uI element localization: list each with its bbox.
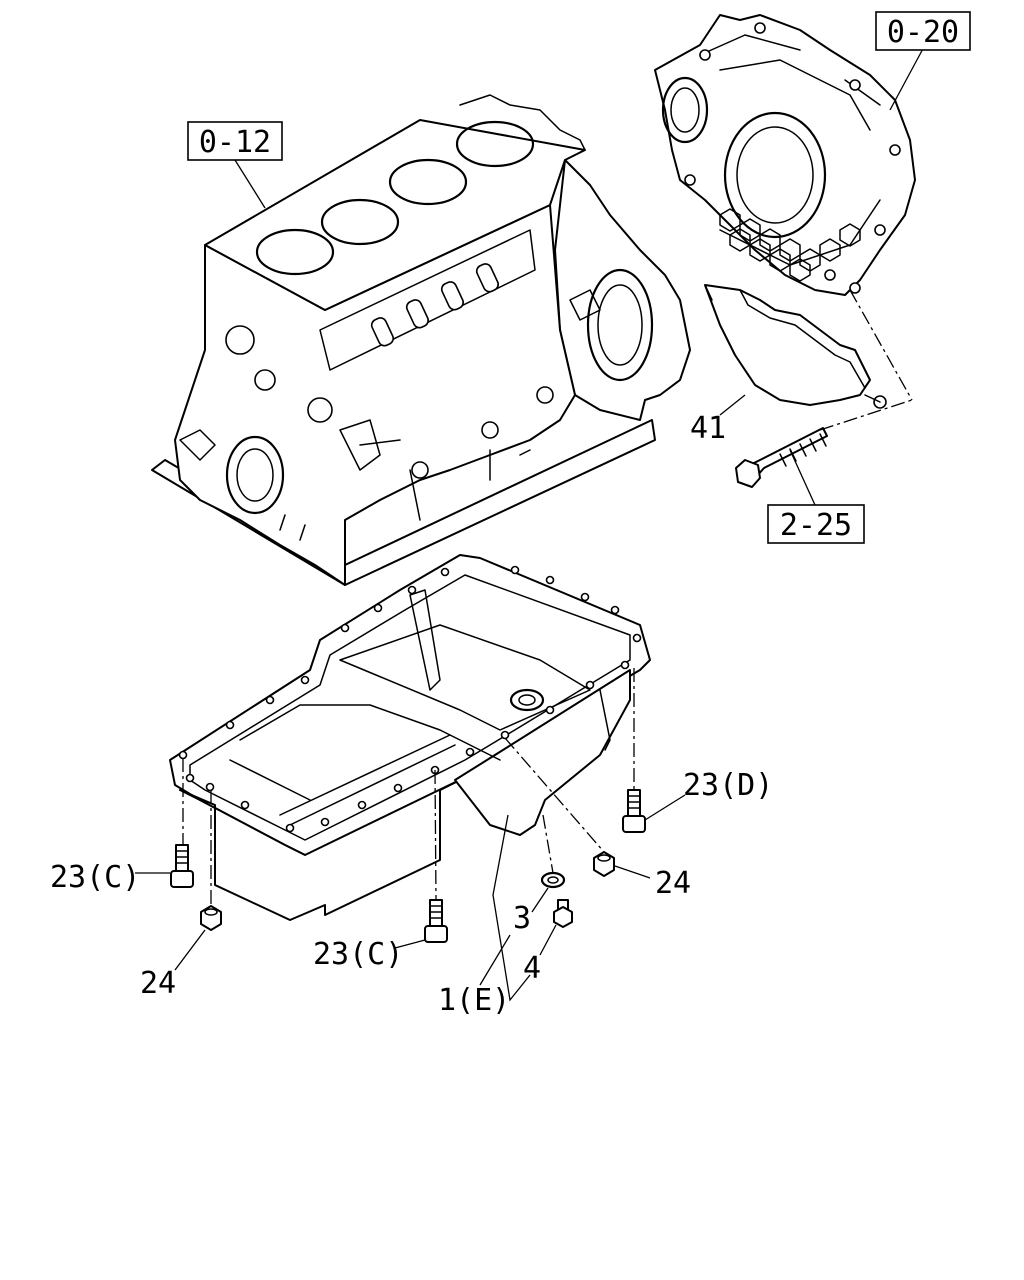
ref-box-0-12-label: 0-12 [199, 125, 271, 160]
bolt-23d [622, 789, 646, 833]
callout-3: 3 [513, 901, 531, 936]
ref-box-0-12: 0-12 [187, 121, 283, 161]
callout-4: 4 [523, 951, 541, 986]
ref-box-2-25: 2-25 [767, 504, 865, 544]
oil-pan [169, 554, 651, 921]
ref-box-0-20-label: 0-20 [887, 15, 959, 50]
callout-41: 41 [690, 411, 726, 446]
bolt-2-25 [735, 427, 828, 488]
nut-24-left [200, 905, 222, 931]
assembly-lines [182, 289, 913, 906]
callout-23c-left: 23(C) [50, 860, 140, 895]
flywheel-housing [654, 14, 916, 296]
flange-holes [178, 565, 642, 833]
dust-cover [704, 284, 887, 409]
gasket-3 [540, 871, 566, 889]
callout-23d: 23(D) [683, 768, 773, 803]
callout-1e: 1(E) [438, 983, 510, 1018]
ref-box-0-20: 0-20 [875, 11, 971, 51]
callout-24-right: 24 [655, 866, 691, 901]
callout-23c-bottom: 23(C) [313, 937, 403, 972]
leader-lines [135, 44, 926, 1002]
ref-box-2-25-label: 2-25 [780, 508, 852, 543]
bolt-23c-bottom [424, 899, 448, 943]
drain-plug-4 [553, 899, 573, 928]
cylinder-block [151, 94, 691, 586]
callout-24-left: 24 [140, 966, 176, 1001]
nut-24-right [593, 851, 615, 877]
hex-rib-pattern [719, 208, 861, 282]
fasteners [170, 789, 646, 943]
bolt-23c-left [170, 844, 194, 888]
